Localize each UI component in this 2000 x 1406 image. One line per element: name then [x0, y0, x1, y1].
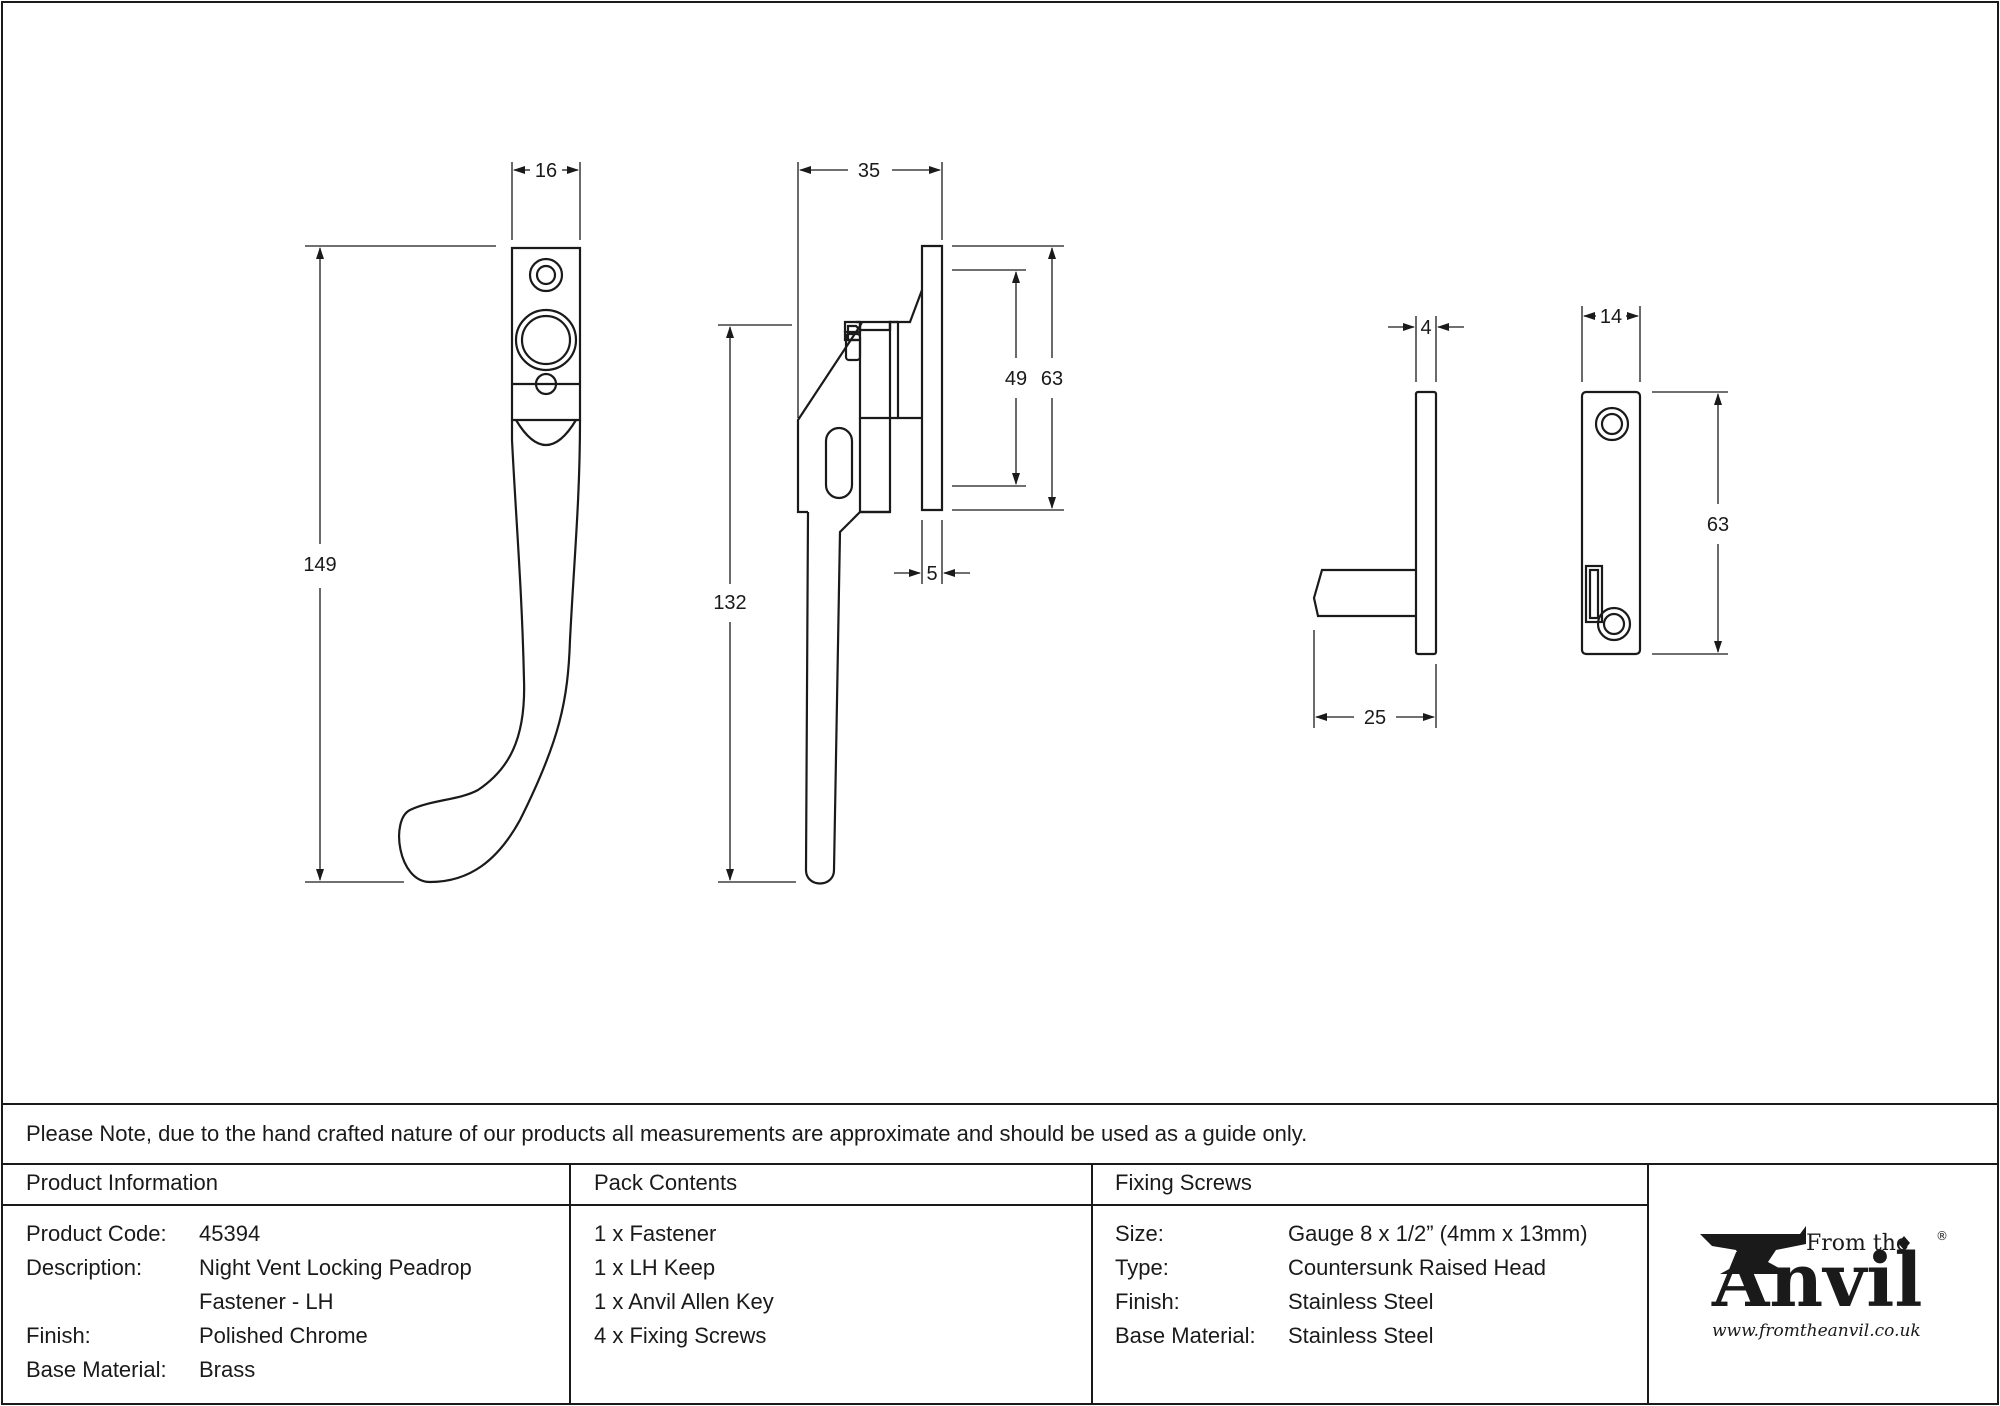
description-value: Night Vent Locking Peadrop	[199, 1255, 472, 1280]
dim-keep-projection: 25	[1364, 707, 1386, 729]
finish-label: Finish:	[26, 1323, 91, 1348]
dim-handle-width: 16	[535, 160, 557, 182]
keep-front-view	[1580, 390, 1642, 656]
list-item: 1 x Anvil Allen Key	[594, 1289, 774, 1314]
handle-side-view	[796, 244, 944, 885]
list-item: 1 x LH Keep	[594, 1255, 716, 1280]
base-material-label: Base Material:	[26, 1357, 167, 1382]
dim-handle-side-height: 132	[713, 592, 746, 614]
dim-handle-height: 149	[303, 554, 336, 576]
list-item: 1 x Fastener	[594, 1221, 717, 1246]
product-code-value: 45394	[199, 1221, 261, 1246]
fixing-screws-header: Fixing Screws	[1115, 1170, 1252, 1195]
product-code-label: Product Code:	[26, 1221, 167, 1246]
screw-type-value: Countersunk Raised Head	[1288, 1255, 1547, 1280]
screw-size-value: Gauge 8 x 1/2” (4mm x 13mm)	[1288, 1221, 1588, 1246]
description-value-cont: Fastener - LH	[199, 1289, 334, 1314]
handle-front-view	[397, 246, 582, 884]
logo-from-the: From the	[1806, 1231, 1909, 1256]
handle-front-dimensions	[305, 162, 581, 883]
dim-plate-thickness: 5	[926, 563, 937, 585]
disclaimer-note: Please Note, due to the hand crafted nat…	[26, 1121, 1308, 1146]
product-info-header: Product Information	[26, 1170, 218, 1195]
dim-keep-width: 14	[1600, 306, 1622, 328]
handle-side-dimensions	[718, 162, 1064, 883]
base-material-value: Brass	[199, 1357, 256, 1382]
logo-registered-mark: ®	[1936, 1229, 1948, 1243]
finish-value: Polished Chrome	[199, 1323, 368, 1348]
screw-type-label: Type:	[1115, 1255, 1169, 1280]
dim-handle-depth: 35	[858, 160, 880, 182]
screw-finish-label: Finish:	[1115, 1289, 1180, 1314]
logo-word: Anvil	[1711, 1238, 1922, 1324]
screw-base-material-value: Stainless Steel	[1288, 1323, 1434, 1348]
screw-finish-value: Stainless Steel	[1288, 1289, 1434, 1314]
dim-slot-height: 49	[1005, 368, 1027, 390]
logo-diamond-icon	[1898, 1236, 1910, 1250]
keep-front-dimensions	[1581, 306, 1728, 655]
dim-keep-height: 63	[1707, 514, 1729, 536]
anvil-logo-icon	[1700, 1226, 1806, 1274]
screw-base-material-label: Base Material:	[1115, 1323, 1256, 1348]
keep-side-dimensions	[1313, 316, 1464, 728]
screw-size-label: Size:	[1115, 1221, 1164, 1246]
pack-contents-header: Pack Contents	[594, 1170, 738, 1195]
description-label: Description:	[26, 1255, 143, 1280]
list-item: 4 x Fixing Screws	[594, 1323, 767, 1348]
keep-side-view	[1312, 390, 1438, 656]
dim-plate-height: 63	[1041, 368, 1063, 390]
info-table-grid	[2, 1103, 1998, 1404]
dim-keep-thickness: 4	[1420, 317, 1431, 339]
logo-url: www.fromtheanvil.co.uk	[1712, 1321, 1921, 1341]
